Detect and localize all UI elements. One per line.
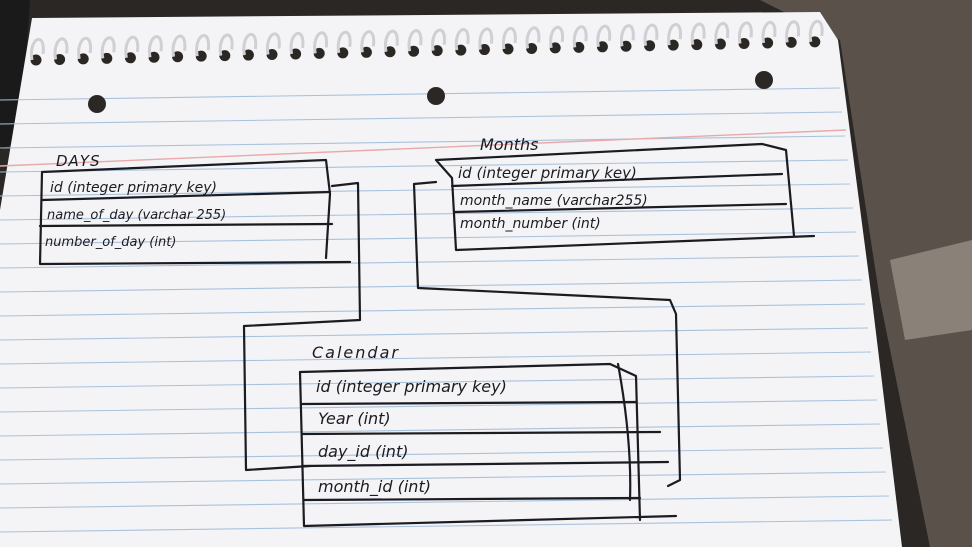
spiral-hole xyxy=(30,54,42,66)
spiral-coil xyxy=(808,19,824,43)
field-id: id (integer primary key) xyxy=(316,377,507,396)
table-title: DAYS xyxy=(56,152,101,170)
table-title: Calendar xyxy=(312,343,400,362)
spiral-hole xyxy=(219,50,231,62)
field-name-of-day: name_of_day (varchar 255) xyxy=(47,208,226,223)
binder-hole xyxy=(755,71,773,89)
spiral-hole xyxy=(762,37,774,49)
spiral-hole xyxy=(620,40,632,52)
spiral-coil xyxy=(195,34,210,57)
spiral-hole xyxy=(124,52,136,64)
spiral-hole xyxy=(526,42,538,54)
spiral-hole xyxy=(691,39,703,51)
connector-months-to-calendar xyxy=(412,180,682,488)
spiral-binding xyxy=(29,19,824,66)
spiral-coil xyxy=(501,26,517,50)
spiral-hole xyxy=(290,48,302,60)
field-month-name: month_name (varchar255) xyxy=(460,193,648,209)
spiral-hole xyxy=(54,53,66,65)
spiral-coil xyxy=(383,29,399,53)
spiral-coil xyxy=(100,36,116,59)
spiral-coil xyxy=(313,31,328,54)
table-months: Months id (integer primary key) month_na… xyxy=(434,135,816,252)
spiral-hole xyxy=(313,47,325,59)
spiral-hole xyxy=(478,44,490,56)
spiral-coil xyxy=(289,31,305,55)
field-number-of-day: number_of_day (int) xyxy=(45,235,176,250)
spiral-coil xyxy=(714,21,730,45)
spiral-hole xyxy=(644,40,656,52)
spiral-coil xyxy=(761,20,777,44)
spiral-coil xyxy=(171,34,187,57)
spiral-hole xyxy=(667,39,679,51)
spiral-coil xyxy=(785,20,800,43)
spiral-coil xyxy=(737,21,753,44)
spiral-hole xyxy=(785,36,797,48)
spiral-hole xyxy=(242,49,254,61)
spiral-hole xyxy=(148,51,160,63)
spiral-coil xyxy=(218,33,234,56)
spiral-coil xyxy=(667,23,682,46)
spiral-hole xyxy=(431,45,443,57)
spiral-coil xyxy=(478,27,494,50)
spiral-coil xyxy=(407,29,423,52)
field-year: Year (int) xyxy=(318,409,391,428)
margin-line xyxy=(0,129,847,167)
table-box xyxy=(434,142,816,252)
spiral-coil xyxy=(454,27,470,51)
notebook-page xyxy=(0,12,902,547)
ruled-lines xyxy=(0,87,893,533)
spiral-hole xyxy=(809,36,821,48)
spiral-coil xyxy=(619,24,635,47)
table-calendar: Calendar id (integer primary key) Year (… xyxy=(298,343,678,528)
field-id: id (integer primary key) xyxy=(458,164,637,182)
spiral-coil xyxy=(596,24,612,48)
binder-hole xyxy=(88,95,106,113)
spiral-hole xyxy=(77,53,89,65)
spiral-coil xyxy=(572,25,588,48)
spiral-hole xyxy=(549,42,561,54)
spiral-hole xyxy=(195,50,207,62)
spiral-hole xyxy=(266,49,278,60)
field-day-id: day_id (int) xyxy=(318,442,408,462)
spiral-coil xyxy=(242,32,258,56)
spiral-hole xyxy=(337,47,349,59)
spiral-coil xyxy=(29,37,45,61)
spiral-hole xyxy=(455,44,467,56)
spiral-coil xyxy=(431,28,446,51)
spiral-coil xyxy=(265,32,281,55)
spiral-hole xyxy=(172,51,184,63)
field-month-id: month_id (int) xyxy=(318,477,431,497)
spiral-coil xyxy=(336,30,352,54)
field-month-number: month_number (int) xyxy=(460,216,601,232)
table-days: DAYS id (integer primary key) name_of_da… xyxy=(38,152,352,266)
spiral-coil xyxy=(643,23,659,46)
connector-days-to-calendar xyxy=(242,181,362,472)
spiral-coil xyxy=(77,36,92,60)
spiral-coil xyxy=(360,30,376,53)
spiral-hole xyxy=(573,41,585,53)
spiral-coil xyxy=(549,25,564,49)
table-title: Months xyxy=(480,135,538,154)
spiral-hole xyxy=(384,46,396,58)
spiral-coil xyxy=(53,37,69,60)
spiral-coil xyxy=(690,22,706,45)
relationships xyxy=(242,180,682,488)
spiral-hole xyxy=(502,43,514,55)
table-box xyxy=(38,158,352,266)
spiral-hole xyxy=(714,38,726,50)
spiral-hole xyxy=(738,38,750,49)
spiral-coil xyxy=(124,35,140,59)
spiral-hole xyxy=(408,45,420,57)
spiral-hole xyxy=(101,52,113,64)
spiral-hole xyxy=(360,46,372,58)
spiral-hole xyxy=(596,41,608,53)
spiral-coil xyxy=(525,26,541,49)
table-box xyxy=(298,362,678,528)
field-id: id (integer primary key) xyxy=(50,180,217,196)
spiral-coil xyxy=(147,35,163,58)
binder-hole xyxy=(427,87,445,105)
